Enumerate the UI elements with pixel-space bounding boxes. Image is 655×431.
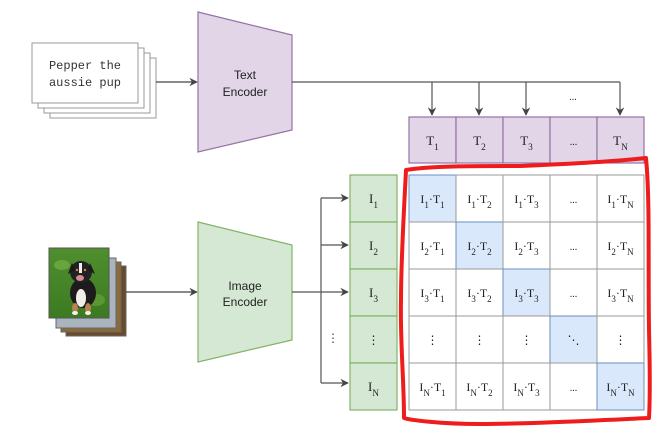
matrix-cell-label: ... xyxy=(570,195,578,206)
red-highlight-outline xyxy=(398,156,652,426)
matrix-cell-label: I1·T3 xyxy=(514,192,539,210)
matrix-cell-label: I2·T1 xyxy=(420,239,444,257)
matrix-cell-label: IN·T3 xyxy=(513,380,540,398)
matrix-cell-diagonal: ⋱ xyxy=(549,315,598,364)
similarity-matrix: I1·T1 I1·T2 I1·T3... I1·TN I2·T1 I2·T2 I2·T3..… xyxy=(408,174,645,411)
text-embedding-2: T2 xyxy=(455,116,504,164)
matrix-cell-label: ⋮ xyxy=(615,333,627,347)
puppy-photo xyxy=(48,247,110,319)
text-embedding-arrows: ... xyxy=(292,81,625,116)
image-embedding-label: ⋮ xyxy=(368,333,380,347)
image-embedding-arrows: ⋮ xyxy=(292,193,349,388)
text-embedding-1: T1 xyxy=(408,116,457,164)
image-embedding-label: I3 xyxy=(369,285,378,305)
matrix-cell-label: I1·T2 xyxy=(467,192,491,210)
matrix-cell-label: I1·T1 xyxy=(420,192,444,210)
matrix-cell-label: ⋮ xyxy=(521,333,533,347)
matrix-cell-label: I3·T1 xyxy=(420,286,444,304)
caption-line-1: Pepper the xyxy=(49,59,121,73)
image-embedding-label: I2 xyxy=(369,238,378,258)
image-embedding-1: I1 xyxy=(349,174,398,223)
matrix-cell-label: I3·TN xyxy=(607,286,634,304)
matrix-cell: IN·T1 xyxy=(408,362,457,411)
text-embedding-label: T2 xyxy=(473,133,486,153)
text-embeddings-row: T1 T2 T3... TN xyxy=(408,116,645,164)
matrix-cell: ⋮ xyxy=(502,315,551,364)
matrix-cell-label: I2·T3 xyxy=(514,239,539,257)
image-embedding-N: IN xyxy=(349,362,398,411)
text-embedding-label: TN xyxy=(613,133,628,153)
matrix-cell: ... xyxy=(549,174,598,223)
matrix-cell-label: I2·TN xyxy=(607,239,634,257)
text-embedding-label: T1 xyxy=(426,133,439,153)
matrix-cell: I1·T2 xyxy=(455,174,504,223)
image-encoder: Image Encoder xyxy=(197,221,293,363)
top-ellipsis: ... xyxy=(569,92,577,103)
text-encoder: Text Encoder xyxy=(197,11,293,153)
matrix-cell: I2·TN xyxy=(596,221,645,270)
matrix-cell-label: IN·TN xyxy=(606,380,635,398)
matrix-cell: ⋮ xyxy=(455,315,504,364)
matrix-cell-diagonal: I2·T2 xyxy=(455,221,504,270)
matrix-cell: ⋮ xyxy=(408,315,457,364)
matrix-cell: I3·TN xyxy=(596,268,645,317)
matrix-cell-label: ... xyxy=(570,289,578,300)
text-embedding-ellipsis: ... xyxy=(549,116,598,164)
matrix-cell-label: IN·T2 xyxy=(466,380,492,398)
matrix-cell: I1·TN xyxy=(596,174,645,223)
matrix-cell: ... xyxy=(549,221,598,270)
matrix-cell: I2·T3 xyxy=(502,221,551,270)
matrix-cell-label: ... xyxy=(570,383,578,394)
text-input-stack: Pepper the aussie pup xyxy=(31,42,157,119)
matrix-cell-label: ⋱ xyxy=(568,333,580,347)
image-embedding-2: I2 xyxy=(349,221,398,270)
matrix-cell: I2·T1 xyxy=(408,221,457,270)
image-embedding-3: I3 xyxy=(349,268,398,317)
matrix-cell-label: I3·T3 xyxy=(514,286,539,304)
matrix-cell: I3·T2 xyxy=(455,268,504,317)
text-embedding-3: T3 xyxy=(502,116,551,164)
matrix-cell: IN·T2 xyxy=(455,362,504,411)
image-embedding-label: IN xyxy=(368,379,379,399)
matrix-cell-label: ... xyxy=(570,242,578,253)
text-embedding-N: TN xyxy=(596,116,645,164)
matrix-cell: ⋮ xyxy=(596,315,645,364)
matrix-cell-diagonal: IN·TN xyxy=(596,362,645,411)
image-encoder-label-1: Image xyxy=(228,279,262,293)
text-encoder-label-1: Text xyxy=(234,68,257,82)
image-embedding-ellipsis: ⋮ xyxy=(349,315,398,364)
matrix-cell-label: ⋮ xyxy=(474,333,486,347)
matrix-cell-label: IN·T1 xyxy=(419,380,445,398)
matrix-cell: ... xyxy=(549,362,598,411)
caption-line-2: aussie pup xyxy=(49,76,121,90)
matrix-cell-label: ⋮ xyxy=(427,333,439,347)
side-ellipsis: ⋮ xyxy=(327,331,339,345)
matrix-cell: ... xyxy=(549,268,598,317)
text-embedding-label: T3 xyxy=(520,133,533,153)
image-encoder-label-2: Encoder xyxy=(223,295,268,309)
matrix-cell: IN·T3 xyxy=(502,362,551,411)
image-input-stack xyxy=(48,247,127,337)
text-encoder-label-2: Encoder xyxy=(223,85,268,99)
matrix-cell-diagonal: I1·T1 xyxy=(408,174,457,223)
matrix-cell-label: I1·TN xyxy=(607,192,634,210)
image-embedding-label: I1 xyxy=(369,191,378,211)
matrix-cell-label: I2·T2 xyxy=(467,239,491,257)
text-embedding-label: ... xyxy=(570,137,578,148)
matrix-cell-label: I3·T2 xyxy=(467,286,491,304)
matrix-cell: I3·T1 xyxy=(408,268,457,317)
matrix-cell-diagonal: I3·T3 xyxy=(502,268,551,317)
matrix-cell: I1·T3 xyxy=(502,174,551,223)
